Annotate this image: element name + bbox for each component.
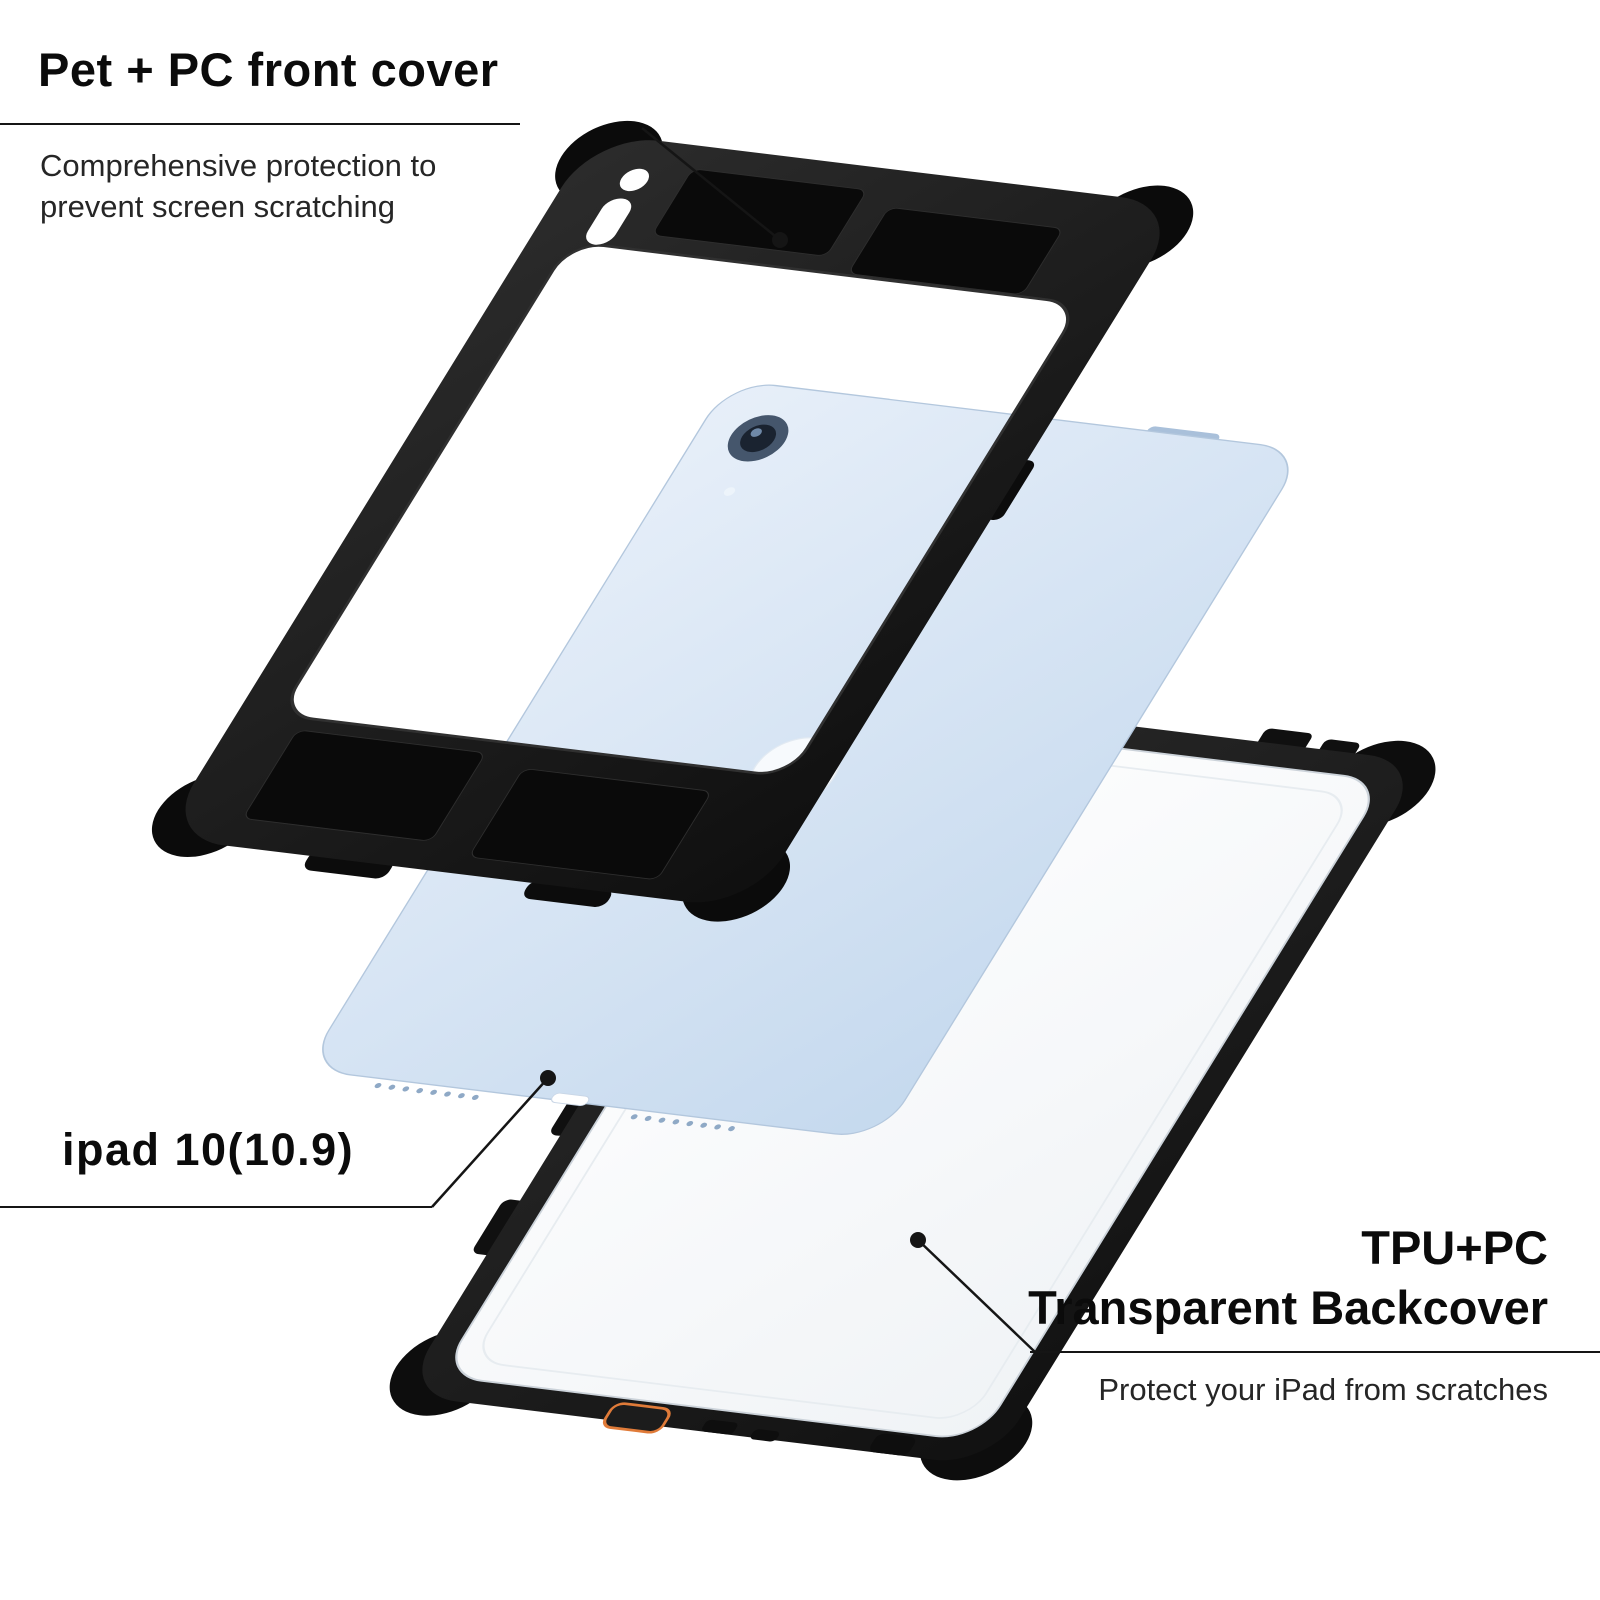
- front-frame-window-edge: [290, 244, 1070, 775]
- front-frame-bottom-pad: [471, 768, 709, 880]
- front-frame-top-pad: [850, 207, 1061, 295]
- ipad-usb-port: [551, 1092, 590, 1107]
- annotation-dots: [540, 232, 926, 1248]
- back-cover-annotation: TPU+PC Transparent Backcover Protect you…: [1028, 1218, 1548, 1408]
- front-cover-description: Comprehensive protection to prevent scre…: [40, 148, 437, 224]
- back-cover-bottom-tab: [870, 1433, 916, 1456]
- ipad-camera-lens: [740, 424, 777, 453]
- ipad-label: ipad 10(10.9): [62, 1124, 355, 1175]
- back-cover-title-line1: TPU+PC: [1361, 1221, 1548, 1274]
- front-frame-camera-hole: [619, 168, 650, 192]
- front-frame-body: [185, 140, 1160, 903]
- annotation-lines: [0, 123, 1600, 1353]
- back-cover-bottom-slot: [702, 1419, 738, 1435]
- front-frame-bottom-pad: [245, 730, 483, 841]
- back-cover-orange-button: [602, 1402, 671, 1434]
- back-cover-bottom-slot: [750, 1429, 779, 1442]
- back-cover-dot: [910, 1232, 926, 1248]
- ipad-camera-glint: [750, 428, 762, 437]
- front-cover-leader-line: [641, 127, 781, 241]
- front-frame-top-pad: [654, 169, 865, 256]
- front-cover-dot: [772, 232, 788, 248]
- front-cover-title: Pet + PC front cover: [38, 43, 499, 96]
- ipad-speaker-holes-left: [374, 1082, 479, 1100]
- back-cover-side-button: [473, 1199, 525, 1256]
- ipad-speaker-holes-right: [630, 1114, 735, 1132]
- front-frame-camera-slot: [586, 198, 632, 245]
- ipad-leader-line: [431, 1077, 549, 1208]
- back-cover-title-line2: Transparent Backcover: [1028, 1281, 1548, 1335]
- back-cover-side-button: [551, 1097, 586, 1136]
- front-cover-frame: [151, 120, 1194, 922]
- ipad-mic-dot: [723, 487, 736, 496]
- ipad-dot: [540, 1070, 556, 1086]
- back-cover-description: Protect your iPad from scratches: [1098, 1372, 1548, 1408]
- back-cover-leader-line: [917, 1239, 1036, 1353]
